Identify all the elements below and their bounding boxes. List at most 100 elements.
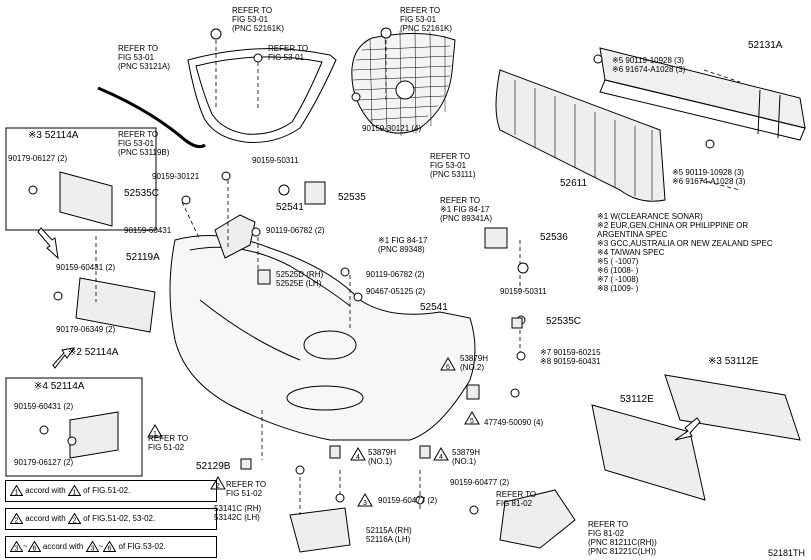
label-p53112E: 53112E	[620, 394, 654, 405]
svg-text:1: 1	[72, 490, 76, 497]
label-line: FIG 53-01	[430, 161, 467, 170]
clips	[240, 181, 523, 470]
label-line: FIG 53-01	[118, 53, 155, 62]
label-line: (PNC 89348)	[378, 245, 425, 254]
label-p52535: 52535	[338, 192, 366, 203]
callout-1: 1	[153, 431, 157, 438]
label-line: 47749-50090 (4)	[484, 418, 544, 427]
label-p90179-06349: 90179-06349 (2)	[56, 325, 115, 334]
label-line: 52535	[338, 192, 366, 203]
label-line: 90159-60431 (2)	[14, 402, 74, 411]
radiator-grille	[351, 29, 456, 137]
label-line: 53879H	[452, 448, 481, 457]
note-5: ※5 ( -1007)	[597, 257, 639, 266]
label-p90159-50311-b: 90159-50311	[500, 287, 547, 296]
label-p90179-06127-2b: 90179-06127 (2)	[14, 458, 73, 467]
label-line: 52611	[560, 178, 588, 189]
label-line: FIG 81-02	[496, 499, 533, 508]
legend-text-b: of FIG.53-02.	[118, 542, 166, 551]
label-line: 90159-50311	[500, 287, 547, 296]
label-p52535C-a: 52535C	[124, 188, 159, 199]
label-p90119-06782-2a: 90119-06782 (2)	[266, 226, 325, 235]
label-line: FIG 53-01	[400, 15, 437, 24]
label-p52115A: 52115A (RH)52116A (LH)	[366, 526, 412, 544]
label-p53112E-3: ※3 53112E	[708, 356, 758, 367]
label-p52119A: 52119A	[126, 252, 160, 263]
moulding-strip	[97, 86, 206, 149]
label-line: ※1 FIG 84-17	[440, 205, 490, 214]
label-line: 52536	[540, 232, 568, 243]
legend-tilde: ~	[98, 542, 104, 551]
label-line: ※6 91674-A1028 (3)	[612, 65, 686, 74]
note-6: ※6 (1008- )	[597, 266, 639, 275]
label-line: REFER TO	[588, 520, 629, 529]
label-line: 53879H	[368, 448, 397, 457]
label-line: FIG 53-01	[118, 139, 155, 148]
label-line: (NO.2)	[460, 363, 484, 372]
legend-tilde: ~	[23, 542, 28, 551]
label-p90159-60431: 90159-60431	[124, 226, 171, 235]
bumper-reinforcement	[599, 47, 806, 141]
label-line: 90179-06127 (2)	[8, 154, 68, 163]
label-line: ※2 52114A	[68, 347, 119, 358]
callout-4a: 4	[356, 454, 360, 461]
label-line: 52116A (LH)	[366, 535, 411, 544]
svg-text:3: 3	[90, 546, 94, 553]
label-line: 52535C	[546, 316, 582, 327]
label-line: (NO.1)	[368, 457, 392, 466]
label-p90159-60477-2b: 90159-60477 (2)	[378, 496, 437, 505]
callout-4b: 4	[439, 454, 443, 461]
label-line: REFER TO	[496, 490, 537, 499]
label-p47749-50090: 47749-50090 (4)	[484, 418, 543, 427]
label-line: 52131A	[748, 40, 783, 51]
upper-grille-frame	[187, 48, 337, 143]
spec-notes: ※1 W(CLEARANCE SONAR) ※2 EUR,GEN,CHINA O…	[597, 212, 773, 293]
note-2: ※2 EUR,GEN,CHINA OR PHILIPPINE OR	[597, 221, 749, 230]
svg-text:2: 2	[72, 518, 76, 525]
note-2b: ARGENTINA SPEC	[597, 230, 668, 239]
label-line: 52525D (RH)	[276, 270, 324, 279]
label-p90119-10928-b: ※5 90119-10928 (3)※6 91674-A1028 (3)	[672, 168, 745, 186]
label-line: 52541	[276, 202, 304, 213]
label-p52541-a: 52541	[276, 202, 304, 213]
label-line: ※3 53112E	[708, 356, 759, 367]
label-line: 52129B	[196, 461, 231, 472]
label-line: 53141C (RH)	[214, 504, 262, 513]
label-p52535C-b: 52535C	[546, 316, 581, 327]
label-p52541-b: 52541	[420, 302, 448, 313]
label-line: ※7 90159-60215	[540, 348, 601, 357]
label-line: 53879H	[460, 354, 489, 363]
svg-text:3: 3	[15, 546, 19, 553]
energy-absorber	[495, 69, 666, 202]
triangle-icon: 2	[10, 513, 23, 525]
triangle-icon: 3	[85, 541, 99, 553]
svg-text:6: 6	[108, 546, 112, 553]
label-line: 52541	[420, 302, 448, 313]
label-p52525D: 52525D (RH)52525E (LH)	[276, 270, 323, 288]
label-line: 90159-60431 (2)	[56, 263, 116, 272]
triangle-icon: 3	[10, 541, 23, 553]
label-line: ※8 90159-60431	[540, 357, 601, 366]
lower-grille	[591, 374, 801, 501]
label-p90159-60215: ※7 90159-60215※8 90159-60431	[540, 348, 601, 366]
label-p90159-30121-4: 90159-30121 (4)	[362, 124, 421, 133]
label-line: FIG 53-01	[232, 15, 269, 24]
label-line: REFER TO	[268, 44, 309, 53]
label-line: 52525E (LH)	[276, 279, 322, 288]
spec-box-4	[5, 377, 143, 477]
label-p52131A: 52131A	[748, 40, 782, 51]
label-line: FIG 53-01	[268, 53, 305, 62]
label-line: (PNC 52161K)	[232, 24, 285, 33]
label-line: (PNC 81221C(LH))	[588, 547, 657, 556]
callout-2: 2	[216, 483, 220, 490]
label-p52114A-3: ※3 52114A	[28, 130, 78, 141]
legend-text-a: accord with	[42, 542, 84, 551]
label-line: REFER TO	[148, 434, 189, 443]
